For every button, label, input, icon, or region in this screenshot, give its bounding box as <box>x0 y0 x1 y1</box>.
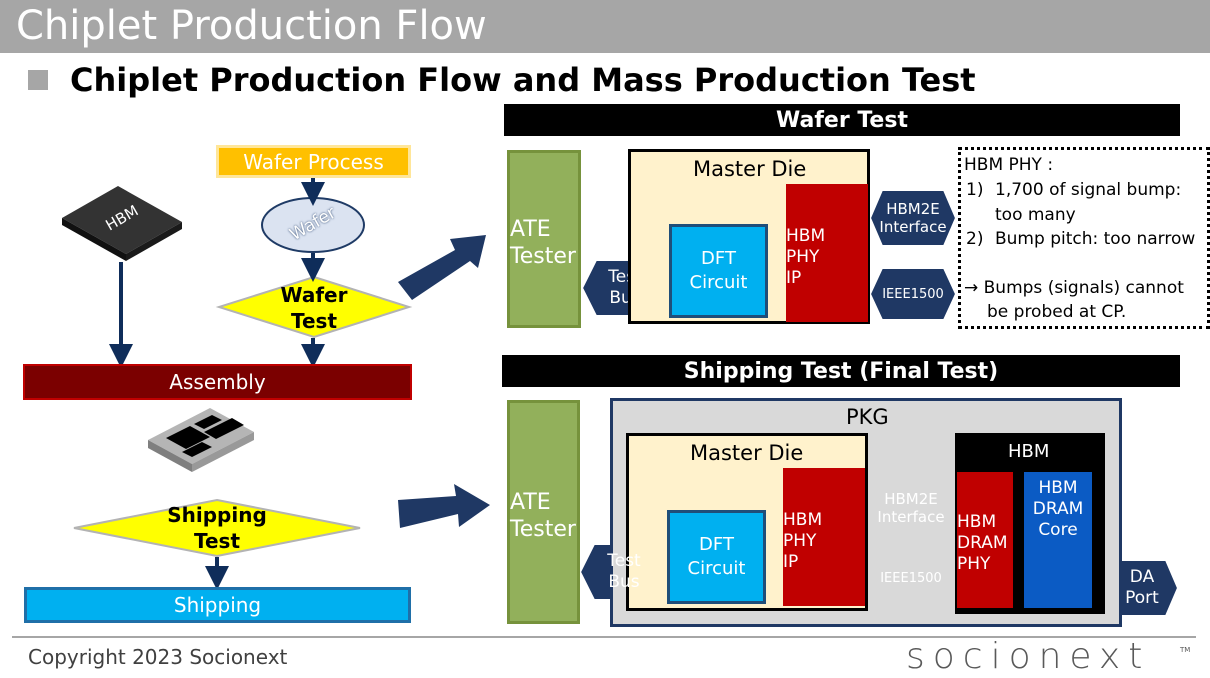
shipping-test-header: Shipping Test (Final Test) <box>502 355 1180 387</box>
hbm-dram-core-label-1: HBM <box>1038 478 1078 498</box>
note-conclusion-b: be probed at CP. <box>987 302 1127 322</box>
wafer-process-label: Wafer Process <box>243 149 384 174</box>
slide-subtitle: Chiplet Production Flow and Mass Product… <box>70 61 976 99</box>
wafer-test-label-2: Test <box>290 309 337 333</box>
hbm-stack-label: HBM <box>1008 441 1050 462</box>
assembly-bar: Assembly <box>23 364 412 400</box>
shipping-label: Shipping <box>173 593 262 617</box>
note-title: HBM PHY : <box>964 155 1054 175</box>
shipping-test-label-1: Shipping <box>167 503 267 527</box>
wafer-test-header-text: Wafer Test <box>776 107 908 133</box>
wafer-dft-circuit: DFT Circuit <box>669 224 768 318</box>
wafer-ieee-label: IEEE1500 <box>878 282 948 306</box>
wafer-ate-tester: ATE Tester <box>507 150 581 328</box>
shipping-test-bus-label-2: Bus <box>608 572 640 592</box>
wafer-ieee-label-text: IEEE1500 <box>882 286 944 302</box>
hbm-phy-note-box <box>958 147 1210 329</box>
shipping-test-header-text: Shipping Test (Final Test) <box>683 358 999 384</box>
wafer-dft-label-2: Circuit <box>689 272 748 293</box>
shipping-ate-label-2: Tester <box>510 517 576 542</box>
hbm-dram-phy: HBM DRAM PHY <box>957 472 1013 608</box>
shipping-hbm2e-label-1: HBM2E <box>884 490 938 508</box>
wafer-hbm2e-label-2: Interface <box>879 218 947 236</box>
package-icon <box>148 408 254 472</box>
shipping-ate-tester: ATE Tester <box>507 400 580 624</box>
hbm-dram-core: HBM DRAM Core <box>1024 472 1092 608</box>
shipping-test-bus-label-1: Test <box>607 551 641 571</box>
slide-title: Chiplet Production Flow <box>16 3 487 49</box>
hbm-chip-icon <box>62 186 182 261</box>
wafer-test-header: Wafer Test <box>504 104 1180 136</box>
wafer-phy-label-2: PHY <box>786 246 820 267</box>
hbm-dram-phy-label-1: HBM <box>957 511 997 532</box>
shipping-ate-label-1: ATE <box>510 490 551 515</box>
wafer-test-diamond <box>215 275 413 339</box>
wafer-hbm2e-label-1: HBM2E <box>886 200 940 218</box>
shipping-dft-label-1: DFT <box>699 534 734 555</box>
wafer-test-label: Wafer Test <box>264 280 364 336</box>
hbm-dram-phy-label-3: PHY <box>957 553 991 574</box>
wafer-phy-label-3: IP <box>786 267 802 288</box>
wafer-ate-label-1: ATE <box>510 217 551 242</box>
note-item1-text-b: too many <box>995 205 1076 225</box>
wafer-process-box: Wafer Process <box>216 145 411 178</box>
assembly-label: Assembly <box>169 370 266 394</box>
wafer-master-die-label: Master Die <box>693 157 807 181</box>
socionext-trademark: TM <box>1180 646 1191 654</box>
shipping-phy-label-1: HBM <box>783 509 823 530</box>
shipping-test-label-2: Test <box>193 529 240 553</box>
wafer-dft-label-1: DFT <box>701 248 736 269</box>
da-port-label: DA Port <box>1114 564 1170 612</box>
copyright-text: Copyright 2023 Socionext <box>28 645 288 669</box>
note-item1-text-a: 1,700 of signal bump: <box>995 180 1182 200</box>
shipping-test-bus-label: Test Bus <box>594 546 654 598</box>
note-item2-number: 2) <box>966 229 984 249</box>
socionext-logo: socionext <box>906 636 1151 677</box>
shipping-hbm2e-label-2: Interface <box>877 508 945 526</box>
shipping-dft-label-2: Circuit <box>687 558 746 579</box>
wafer-ieee-connector <box>868 267 958 321</box>
wafer-test-label-1: Wafer <box>280 283 348 307</box>
note-item2-text: Bump pitch: too narrow <box>995 229 1196 249</box>
shipping-test-label: Shipping Test <box>150 500 284 556</box>
shipping-phy-label-2: PHY <box>783 530 817 551</box>
note-conclusion-a: → Bumps (signals) cannot <box>964 278 1184 298</box>
shipping-phy-label-3: IP <box>783 551 799 572</box>
shipping-hbm2e-label: HBM2E Interface <box>876 484 946 532</box>
pkg-label: PKG <box>846 405 889 429</box>
wafer-hbm2e-label: HBM2E Interface <box>878 194 948 242</box>
da-port-label-2: Port <box>1125 588 1159 608</box>
da-port-label-1: DA <box>1129 567 1155 587</box>
wafer-ate-label-2: Tester <box>510 244 576 269</box>
subtitle-bullet-icon <box>28 70 48 90</box>
shipping-ieee-label: IEEE1500 <box>876 566 946 590</box>
hbm-dram-core-label-3: Core <box>1038 520 1078 540</box>
big-arrow-wafer <box>398 235 486 300</box>
shipping-hbm-phy-ip: HBM PHY IP <box>783 468 865 606</box>
shipping-dft-circuit: DFT Circuit <box>667 510 766 604</box>
wafer-phy-label-1: HBM <box>786 225 826 246</box>
wafer-hbm2e-connector <box>868 189 958 247</box>
hbm-dram-phy-label-2: DRAM <box>957 532 1008 553</box>
shipping-ieee-label-text: IEEE1500 <box>880 570 942 586</box>
shipping-bar: Shipping <box>24 587 411 623</box>
note-item1-number: 1) <box>966 180 984 200</box>
big-arrow-shipping <box>398 484 490 528</box>
shipping-master-die-label: Master Die <box>690 441 804 465</box>
shipping-test-diamond <box>73 498 361 558</box>
wafer-hbm-phy-ip: HBM PHY IP <box>786 184 868 322</box>
title-bar <box>0 0 1210 53</box>
hbm-dram-core-label-2: DRAM <box>1032 499 1084 519</box>
